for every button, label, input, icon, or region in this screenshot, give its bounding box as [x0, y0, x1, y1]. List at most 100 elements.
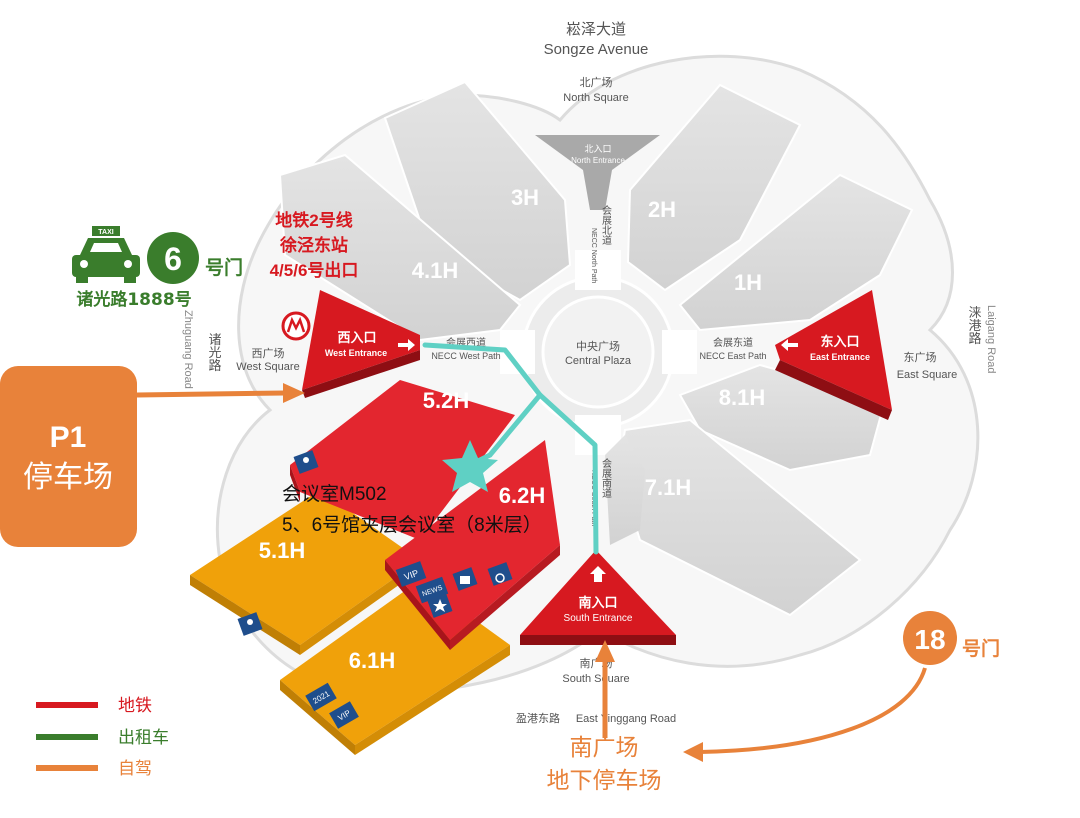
- central-plaza: [500, 250, 697, 455]
- gate-6-suffix: 号门: [205, 256, 243, 279]
- hall-5-2h[interactable]: [290, 380, 515, 540]
- south-parking[interactable]: 南广场 地下停车场: [547, 734, 662, 793]
- north-entrance[interactable]: 北入口 North Entrance: [535, 135, 660, 210]
- star-icon: [427, 594, 453, 618]
- north-road-zh: 崧泽大道: [566, 20, 626, 38]
- hall-badges: VIP NEWS 2021 VIP: [237, 450, 513, 729]
- west-road-en: Zhuguang Road: [182, 310, 194, 389]
- taxi-icon: TAXI: [72, 226, 140, 283]
- north-entrance-zh: 北入口: [584, 144, 611, 155]
- north-square-zh: 北广场: [580, 75, 613, 89]
- west-path-en: NECC West Path: [431, 351, 500, 361]
- east-square-zh: 东广场: [904, 350, 937, 364]
- south-parking-route: [595, 640, 615, 738]
- p1-name: 停车场: [23, 460, 113, 495]
- south-entrance-en: South Entrance: [564, 613, 633, 624]
- gift-icon: [452, 567, 478, 591]
- gate-18-route-arrow: [683, 667, 927, 762]
- p1-code: P1: [50, 421, 87, 454]
- legend-item-taxi: 出租车: [36, 728, 169, 748]
- central-plaza-en: Central Plaza: [565, 355, 632, 367]
- hall-label-7-1h: 7.1H: [645, 475, 691, 500]
- legend-label-taxi: 出租车: [118, 728, 169, 748]
- south-road-zh: 盈港东路: [516, 712, 560, 725]
- hall-label-1h: 1H: [734, 270, 762, 295]
- arrow-right-icon: [398, 339, 415, 351]
- hall-1h[interactable]: [678, 173, 914, 332]
- hall-label-2h: 2H: [648, 197, 676, 222]
- gate-6-number: 6: [164, 241, 182, 277]
- east-entrance[interactable]: 东入口 East Entrance: [775, 290, 892, 420]
- taxi-address: 诸光路1888号: [76, 289, 191, 310]
- legend: 地铁 出租车 自驾: [36, 696, 169, 779]
- west-entrance[interactable]: 西入口 West Entrance: [302, 290, 420, 398]
- hall-label-5-1h: 5.1H: [259, 538, 305, 563]
- year-badge: 2021: [305, 682, 337, 712]
- north-labels: 崧泽大道 Songze Avenue 北广场 North Square: [544, 20, 649, 104]
- metro-line: 地铁2号线: [275, 210, 352, 230]
- north-path-en: NECC North Path: [590, 228, 597, 283]
- legend-item-metro: 地铁: [36, 696, 152, 716]
- east-square-en: East Square: [897, 369, 958, 381]
- gate-18-badge: [903, 611, 957, 665]
- hall-label-5-2h: 5.2H: [423, 388, 469, 413]
- west-labels: 西广场 West Square 诸光路 Zhuguang Road: [182, 310, 300, 389]
- north-entrance-en: North Entrance: [571, 156, 625, 165]
- arrow-left-icon: [781, 339, 798, 351]
- south-entrance[interactable]: 南入口 South Entrance: [520, 550, 676, 645]
- east-road-en: Laigang Road: [985, 305, 997, 374]
- gate-18-suffix: 号门: [962, 637, 1000, 660]
- south-block: [605, 435, 645, 545]
- legend-label-drive: 自驾: [118, 759, 152, 779]
- central-plaza-zh: 中央广场: [576, 339, 620, 353]
- hall-2h[interactable]: [626, 83, 802, 292]
- p1-route-arrow: [136, 383, 305, 403]
- west-square-zh: 西广场: [252, 346, 285, 360]
- north-path-zh: 会展北道: [600, 204, 612, 245]
- legend-label-metro: 地铁: [118, 696, 152, 716]
- central-labels: 中央广场 Central Plaza: [565, 339, 632, 367]
- gate-18-group[interactable]: 18 号门: [903, 611, 1000, 665]
- south-labels: 南广场 South Square 盈港东路 East Yinggang Road: [516, 656, 676, 725]
- wheelchair-icon: [487, 562, 513, 586]
- south-square-en: South Square: [562, 673, 629, 685]
- east-labels: 东广场 East Square 涞港路 Laigang Road: [897, 305, 997, 381]
- south-road-en: East Yinggang Road: [576, 713, 676, 725]
- hall-label-3h: 3H: [511, 185, 539, 210]
- east-road-zh: 涞港路: [966, 306, 982, 345]
- meeting-room-star-icon: [442, 440, 498, 492]
- vip-badge-2: VIP: [329, 701, 359, 729]
- metro-logo-icon: [281, 311, 311, 341]
- meeting-line-2: 5、6号馆夹层会议室（8米层）: [282, 514, 542, 536]
- west-entrance-en: West Entrance: [325, 348, 387, 358]
- hall-4-1h[interactable]: [278, 153, 522, 342]
- vip-badge: VIP: [395, 561, 427, 587]
- hall-labels: 3H 2H 4.1H 1H 8.1H 7.1H 5.2H 6.2H 5.1H 6…: [259, 185, 765, 673]
- metro-station: 徐泾东站: [279, 235, 348, 255]
- hall-label-6-2h: 6.2H: [499, 483, 545, 508]
- arrow-up-icon: [590, 566, 606, 582]
- east-path-zh: 会展东道: [713, 336, 753, 349]
- west-square-en: West Square: [236, 361, 299, 373]
- taxi-sign: TAXI: [98, 229, 113, 236]
- hall-label-8-1h: 8.1H: [719, 385, 765, 410]
- south-entrance-zh: 南入口: [578, 595, 617, 611]
- taxi-group: TAXI 6 号门 诸光路1888号: [72, 226, 243, 310]
- mic-icon: [237, 612, 263, 636]
- meeting-room-note: 会议室M502 5、6号馆夹层会议室（8米层）: [282, 483, 542, 536]
- metro-exits: 4/5/6号出口: [270, 260, 359, 280]
- west-road-zh: 诸光路: [206, 333, 222, 372]
- hall-label-4-1h: 4.1H: [412, 258, 458, 283]
- hall-label-6-1h: 6.1H: [349, 648, 395, 673]
- south-parking-line-1: 南广场: [570, 734, 639, 760]
- p1-parking[interactable]: P1 停车场: [0, 366, 137, 547]
- gate-6-badge: [147, 232, 199, 284]
- hall-5-1h[interactable]: [190, 490, 420, 645]
- east-entrance-zh: 东入口: [820, 334, 859, 350]
- metro-info: 地铁2号线 徐泾东站 4/5/6号出口: [270, 210, 359, 280]
- legend-item-drive: 自驾: [36, 759, 152, 779]
- north-square-en: North Square: [563, 92, 628, 104]
- east-path-en: NECC East Path: [699, 351, 766, 361]
- meeting-line-1: 会议室M502: [282, 483, 387, 505]
